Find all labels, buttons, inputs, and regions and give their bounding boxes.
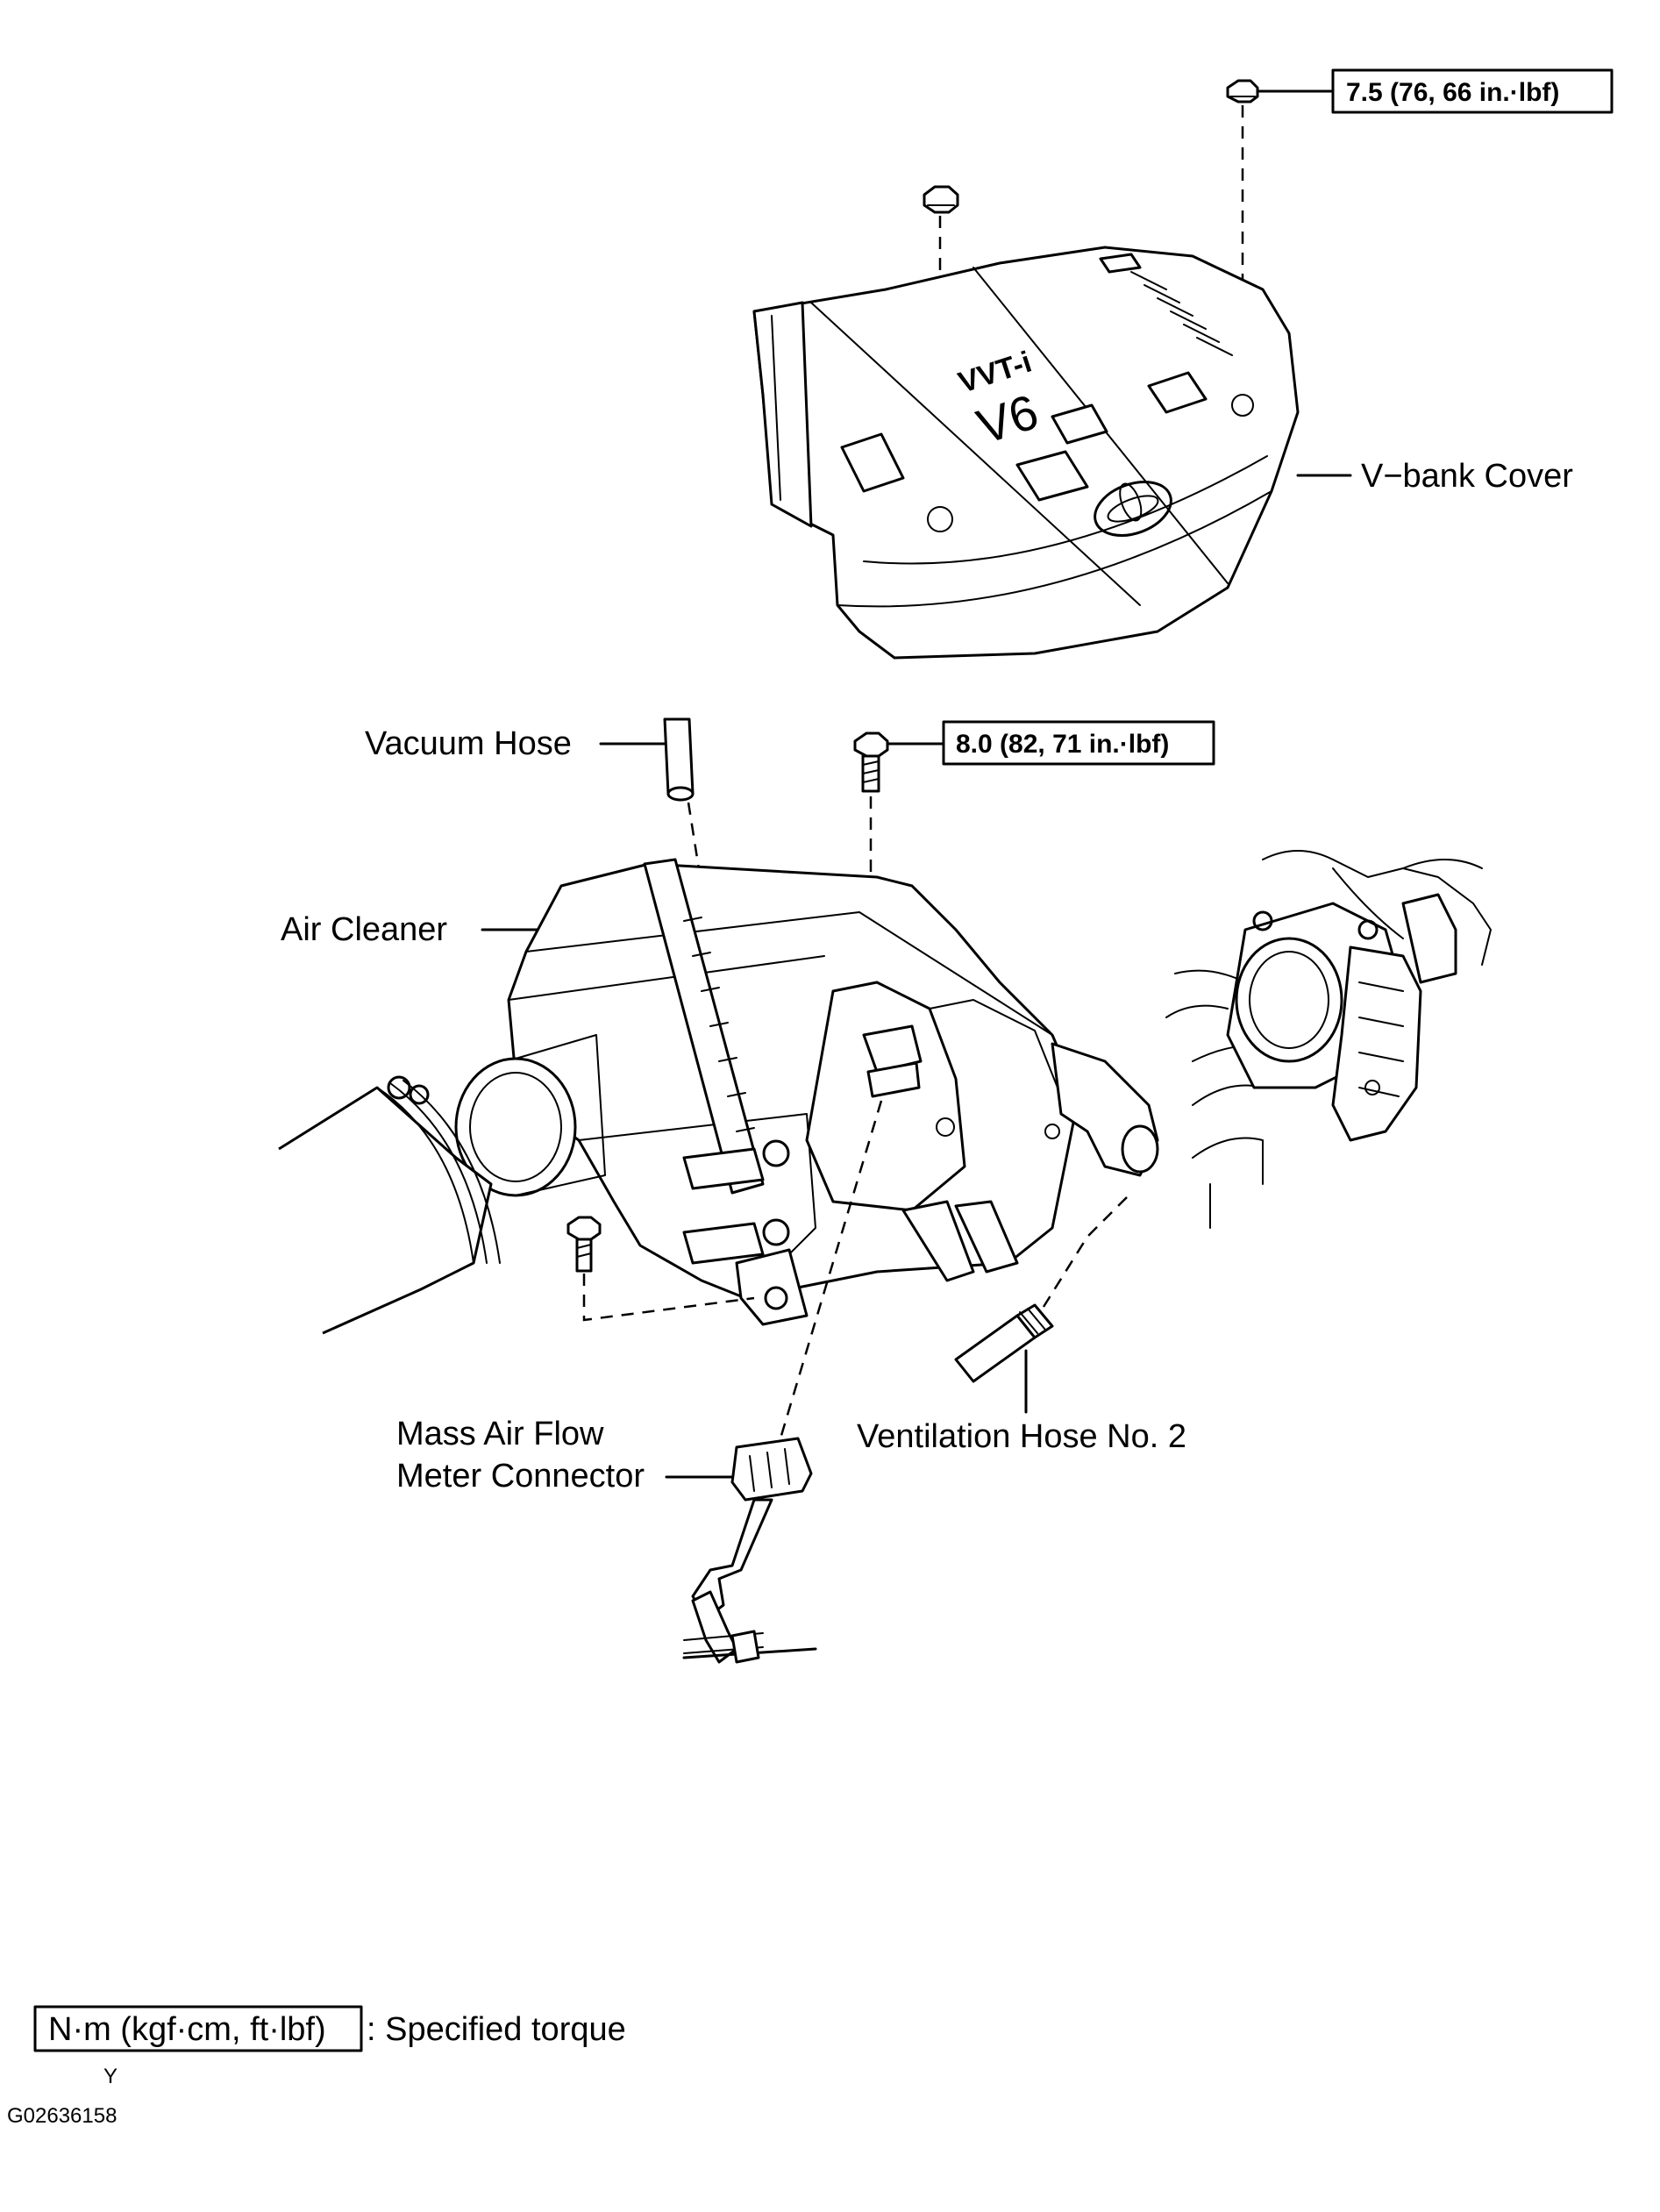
dash-guide-ventilation-hose xyxy=(1042,1192,1132,1308)
air-cleaner-bolt-top xyxy=(853,731,889,793)
cover-bolt-hole-left xyxy=(927,506,953,532)
toyota-emblem xyxy=(1094,481,1172,537)
label-air-cleaner: Air Cleaner xyxy=(281,911,447,948)
throttle-body-assembly xyxy=(1165,850,1492,1229)
dash-guide-lower-bolt xyxy=(582,1274,755,1322)
label-ventilation-hose: Ventilation Hose No. 2 xyxy=(857,1418,1186,1455)
v-bank-cover: VVT-i V6 xyxy=(752,246,1300,660)
label-v-bank-cover: V−bank Cover xyxy=(1361,458,1573,495)
v-bank-cover-nut-right xyxy=(1226,79,1259,103)
label-maf-line2: Meter Connector xyxy=(396,1458,645,1495)
torque-box-top xyxy=(1331,68,1614,114)
v-bank-cover-nut-left xyxy=(923,185,959,214)
torque-box-middle xyxy=(942,720,1215,766)
legend-unit-text: N·m (kgf·cm, ft·lbf) xyxy=(48,2011,326,2048)
air-cleaner-rib-slots xyxy=(683,917,755,1132)
maf-harness-connector xyxy=(682,1437,817,1664)
vacuum-hose xyxy=(663,717,695,802)
cover-bolt-hole-right xyxy=(1231,394,1254,417)
figure-code: G02636158 xyxy=(7,2104,117,2128)
legend-unit-box xyxy=(33,2005,363,2052)
torque-value-middle: 8.0 (82, 71 in.·lbf) xyxy=(956,730,1169,759)
inlet-hose xyxy=(278,1075,501,1335)
torque-value-top: 7.5 (76, 66 in.·lbf) xyxy=(1346,78,1559,107)
label-maf-line1: Mass Air Flow xyxy=(396,1416,604,1452)
air-cleaner xyxy=(454,858,1159,1326)
ventilation-hose xyxy=(954,1303,1054,1383)
air-cleaner-bolt-lower xyxy=(566,1216,602,1273)
cover-vent-slots xyxy=(1130,271,1233,356)
legend-description: : Specified torque xyxy=(367,2011,626,2048)
footer-marker: Y xyxy=(103,2065,118,2088)
label-vacuum-hose: Vacuum Hose xyxy=(365,725,572,762)
dash-guide-maf-connector xyxy=(779,1100,883,1439)
